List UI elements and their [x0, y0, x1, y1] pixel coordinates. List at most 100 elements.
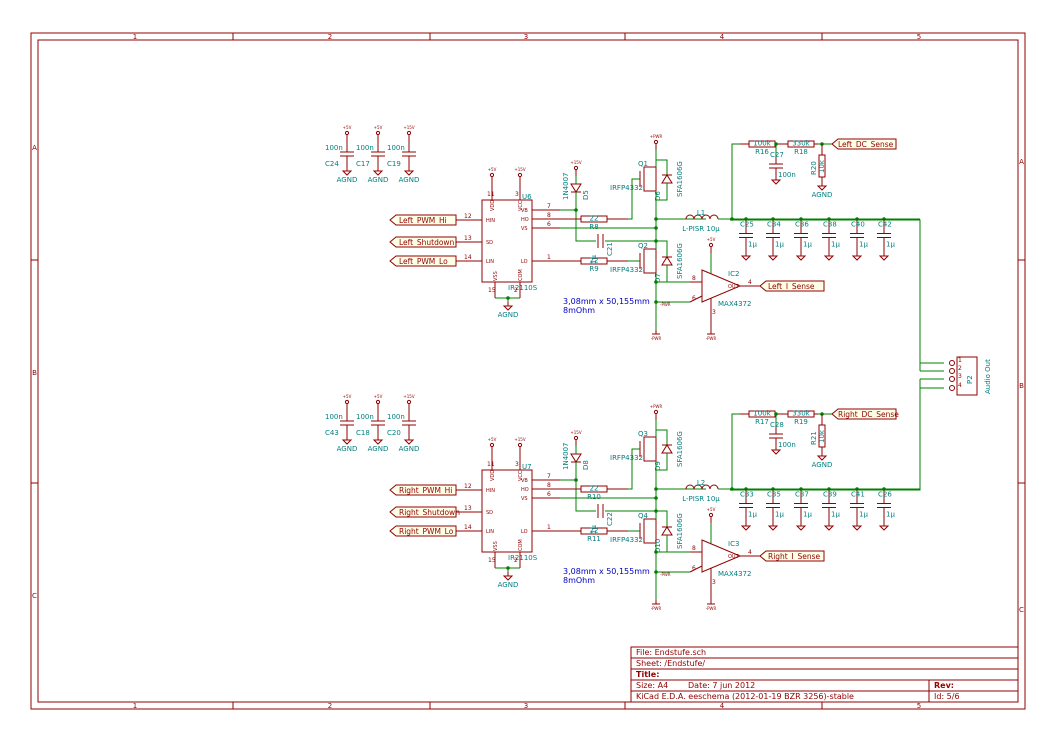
ground-symbol: AGND: [368, 436, 389, 453]
driver-pin-name: VDD: [490, 470, 496, 481]
connector-pin: 4: [958, 382, 962, 389]
pin-number: 6: [692, 295, 696, 302]
pin-number: 7: [547, 203, 551, 210]
power-label: -PWR: [651, 336, 662, 341]
ground-symbol: AGND: [337, 167, 357, 184]
ground-triangle: [795, 525, 807, 531]
pin-number: 14: [464, 524, 472, 531]
ground-symbol: [851, 522, 863, 531]
cap-value: 100n: [325, 413, 343, 421]
signal-label-lo: Right_PWM_Lo: [399, 527, 454, 536]
signal-label-box: [389, 255, 457, 267]
title-block-tool: KiCad E.D.A. eeschema (2012-01-19 BZR 32…: [636, 692, 854, 701]
shunt-note: 8mOhm: [563, 576, 595, 585]
driver-pin-name: HO: [521, 487, 529, 493]
power-label: +15V: [403, 394, 414, 399]
diode-value: SFA1606G: [676, 513, 684, 549]
junction-dot: [654, 496, 658, 500]
junction-dot: [506, 296, 510, 300]
power-label: +15V: [570, 160, 581, 165]
pin-number: 14: [464, 254, 472, 261]
mosfet-value: IRFP4332: [610, 454, 643, 462]
wire: [656, 240, 668, 257]
pin-number: 8: [692, 545, 696, 552]
res-value: 100k: [753, 410, 771, 418]
power-label: +5V: [488, 437, 497, 442]
cap-value: 1µ: [859, 511, 868, 519]
ground-label: AGND: [368, 445, 389, 453]
pin-number: 12: [464, 213, 472, 220]
ground-triangle: [502, 575, 514, 581]
power-label: +5V: [707, 237, 716, 242]
power-label: -PWR: [660, 572, 671, 577]
pin-number: 3: [515, 191, 519, 198]
diode-triangle: [661, 174, 673, 184]
pin-number: 1: [547, 524, 551, 531]
ground-symbol: AGND: [399, 436, 419, 453]
ground-triangle: [878, 525, 890, 531]
ground-symbol: [878, 252, 890, 261]
ground-label: AGND: [368, 176, 389, 184]
ground-label: AGND: [399, 176, 420, 184]
pin-number: 8: [547, 212, 551, 219]
power-label: -PWR: [660, 302, 671, 307]
driver-value: IR2110S: [508, 284, 538, 292]
pin-number: 4: [748, 549, 752, 556]
ground-triangle: [816, 455, 828, 461]
res-ref: R20: [810, 161, 818, 175]
wire: [656, 183, 668, 201]
amp-pin-name: OUT: [728, 554, 740, 560]
signal-label-hi: Left_PWM_Hi: [399, 216, 447, 225]
cap-value: 1µ: [775, 241, 784, 249]
ground-triangle: [372, 439, 384, 445]
power-label: +PWR: [650, 134, 663, 139]
diode-ref: D6: [654, 191, 662, 201]
diode-value: 1N4007: [562, 172, 570, 200]
diode-value: SFA1606G: [676, 243, 684, 279]
pin-number: 3: [515, 461, 519, 468]
opamp-triangle: [701, 269, 742, 303]
cap-value: 1µ: [590, 525, 598, 534]
power-circle: [344, 130, 350, 136]
signal-label-isense: Left_I_Sense: [768, 282, 815, 291]
power-circle: [653, 409, 659, 415]
res-body: [580, 485, 608, 493]
ground-symbol: [767, 522, 779, 531]
driver-pin-name: HIN: [486, 488, 495, 494]
title-block-title: Title:: [636, 670, 659, 679]
ground-triangle: [740, 525, 752, 531]
res-ref: R21: [810, 431, 818, 445]
driver-pin-name: VB: [521, 208, 528, 214]
power-circle: [573, 165, 579, 171]
power-circle: [517, 442, 523, 448]
res-ref: R10: [587, 493, 601, 501]
ground-symbol: [851, 252, 863, 261]
ground-label: AGND: [812, 191, 833, 199]
wire: [656, 159, 668, 175]
diode-triangle: [661, 256, 673, 266]
pin-number: 12: [464, 483, 472, 490]
decoupling-caps: +5V100nC43AGND+5V100nC18AGND+15V100nC20A…: [325, 394, 419, 453]
shunt-note: 3,08mm x 50,155mm: [563, 567, 650, 576]
driver-value: IR2110S: [508, 554, 538, 562]
output-inductor: L1L-PISR 10µ: [682, 209, 720, 233]
amp-value: MAX4372: [718, 570, 751, 578]
col-label: 4: [720, 33, 725, 41]
pin-number: 15: [488, 287, 496, 294]
amp-input-pin: [689, 295, 703, 303]
cap-value: 1µ: [831, 241, 840, 249]
signal-label-box: [389, 525, 457, 537]
power-flag: +15V: [570, 160, 582, 176]
power-flag: +5V: [488, 437, 497, 453]
ground-triangle: [823, 525, 835, 531]
inductor-value: L-PISR 10µ: [682, 495, 720, 503]
